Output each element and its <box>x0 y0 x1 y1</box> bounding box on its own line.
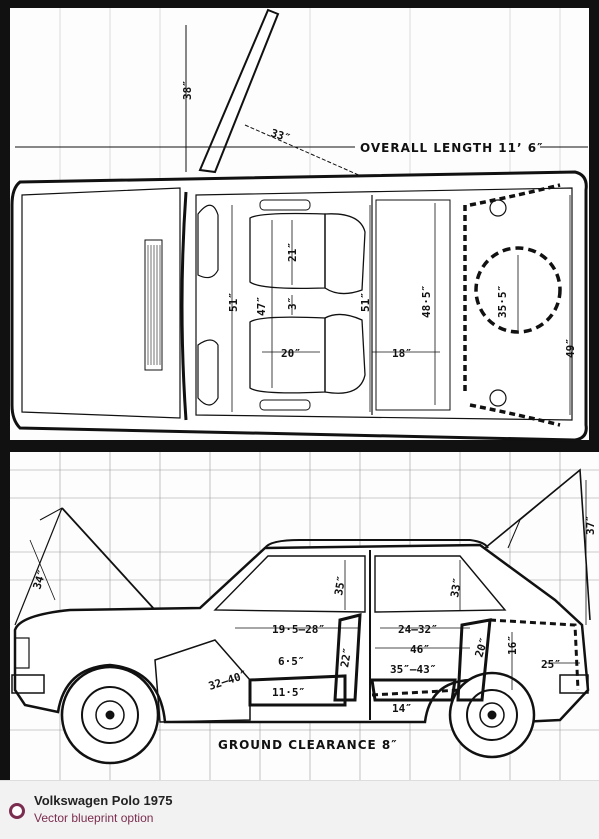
caption-subtitle-link[interactable]: Vector blueprint option <box>34 811 154 825</box>
top-frame-band <box>0 0 599 8</box>
hatch-offset-label: 33″ <box>269 126 292 145</box>
front-headroom-label: 35″ <box>332 575 348 597</box>
shoulder-label: 47″ <box>255 296 268 316</box>
spare-wheel <box>474 246 562 334</box>
cabin-length-label: 46″ <box>410 643 430 656</box>
boot-height-label: 20″ <box>472 636 491 659</box>
rear-width-label: 51″ <box>359 292 372 312</box>
boot-depth-label: 16″ <box>506 635 519 655</box>
caption-bar: Volkswagen Polo 1975 Vector blueprint op… <box>0 780 599 839</box>
car-body-side <box>13 543 590 724</box>
side-view <box>11 468 591 765</box>
rear-seat-cushion <box>370 678 457 702</box>
car-body-top <box>10 170 588 442</box>
caption-title: Volkswagen Polo 1975 <box>34 793 173 808</box>
cushion-label: 11·5″ <box>272 686 305 699</box>
rear-cushion-label: 14″ <box>392 702 412 715</box>
front-width-label: 51″ <box>227 292 240 312</box>
raised-hatch <box>198 8 280 174</box>
right-frame-band-top <box>589 0 599 440</box>
tailgate-height-label: 37″ <box>584 515 597 535</box>
seat-height-label: 6·5″ <box>278 655 305 668</box>
bonnet-vent <box>144 239 163 371</box>
rear-legroom-label: 24–32″ <box>398 623 438 636</box>
seat-depth-label: 21″ <box>286 242 299 262</box>
spare-wheel-label: 35·5″ <box>496 285 509 318</box>
seat-back-label: 22″ <box>338 647 354 669</box>
rear-seat-range-label: 35″–43″ <box>390 663 436 676</box>
ground-clearance-label: GROUND CLEARANCE 8″ <box>218 738 398 752</box>
blueprint-svg: OVERALL LENGTH 11’ 6″ 38″ 33″ 51″ 21″ 3″… <box>0 0 599 780</box>
front-legroom-label: 19·5–28″ <box>272 623 325 636</box>
rear-window <box>374 555 507 613</box>
top-grid-lines <box>59 8 561 180</box>
blueprint-drawing: OVERALL LENGTH 11’ 6″ 38″ 33″ 51″ 21″ 3″… <box>0 0 599 780</box>
left-frame-band <box>0 0 10 780</box>
seat-width-label: 20″ <box>281 347 301 360</box>
circle-marker-icon <box>9 803 25 819</box>
overall-length-label: OVERALL LENGTH 11’ 6″ <box>360 141 543 155</box>
front-seat-back <box>333 613 362 702</box>
top-view <box>10 8 588 442</box>
rear-seat-back <box>456 618 492 702</box>
legroom-label: 18″ <box>392 347 412 360</box>
seat-gap-label: 3″ <box>286 297 299 310</box>
divider-band <box>0 440 599 452</box>
rear-seat-label: 48·5″ <box>420 285 433 318</box>
front-window <box>213 555 366 613</box>
rear-headroom-label: 33″ <box>448 577 464 599</box>
boot-width-label: 49″ <box>564 338 577 358</box>
hatch-height-label: 38″ <box>181 80 194 100</box>
boot-length-label: 25″ <box>541 658 561 671</box>
bonnet-height-label: 34″ <box>30 568 49 591</box>
